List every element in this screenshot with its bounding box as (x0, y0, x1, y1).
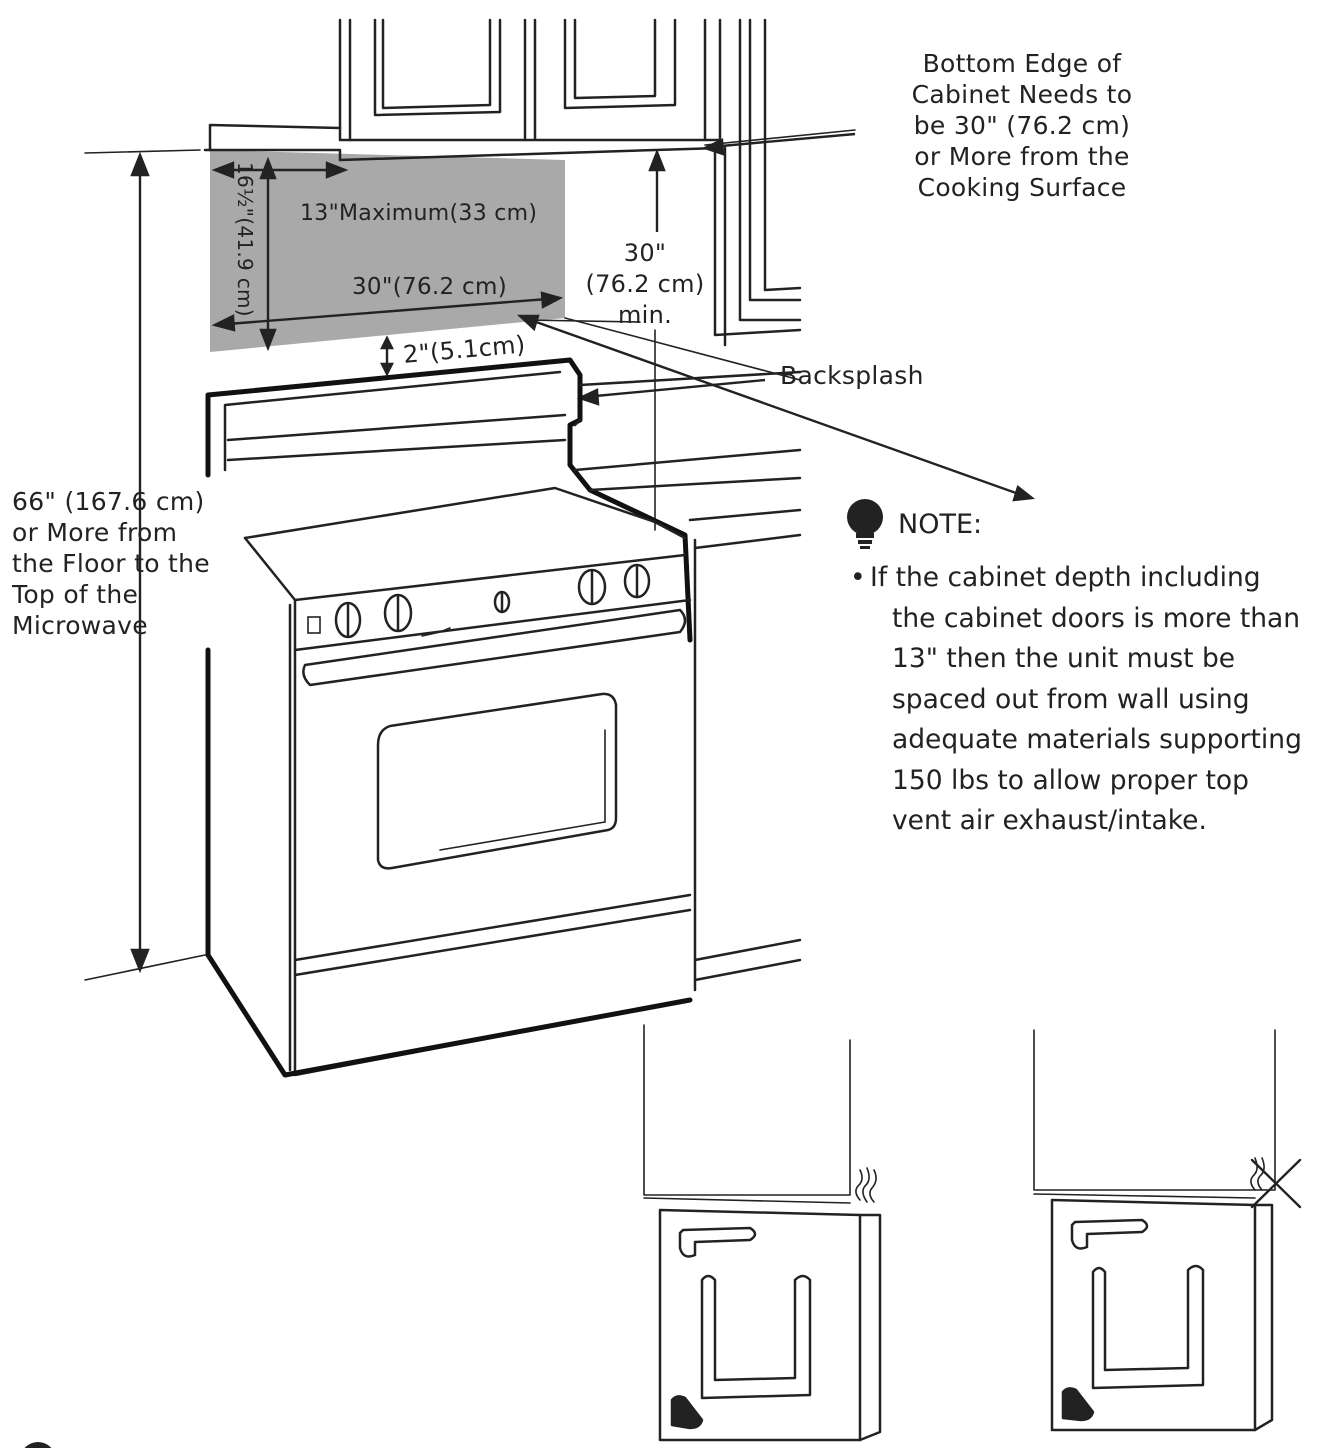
floor-height-line: the Floor to the (12, 549, 210, 578)
note-line: If the cabinet depth including (870, 562, 1261, 593)
width-label: 30"(76.2 cm) (352, 274, 507, 300)
backsplash-label: Backsplash (780, 361, 924, 390)
floor-height-label: 66" (167.6 cm) or More from the Floor to… (12, 486, 210, 641)
microwave-space-shaded (210, 150, 565, 352)
note-line: the cabinet doors is more than (892, 602, 1301, 634)
cabinet-clearance-line: Cabinet Needs to (911, 80, 1133, 109)
min-clearance-line: min. (617, 301, 673, 329)
note-title: NOTE: (898, 509, 983, 540)
width-arrow (211, 291, 564, 332)
cabinet-clearance-label: Bottom Edge of Cabinet Needs to be 30" (… (892, 48, 1152, 203)
backsplash-arrow (576, 378, 766, 406)
floor-height-arrow (130, 151, 150, 974)
cabinet-note-arrow (701, 132, 856, 156)
knob-icons (307, 563, 651, 639)
note-line: adequate materials supporting (892, 724, 1302, 755)
floor-height-line: Top of the (12, 580, 139, 609)
min-clearance-arrow (648, 148, 666, 232)
note-line: 150 lbs to allow proper top (892, 764, 1249, 796)
cabinet-clearance-line: be 30" (76.2 cm) (913, 111, 1131, 140)
min-clearance-label: 30" (76.2 cm) min. (575, 238, 715, 331)
spacing-diagram-incorrect (1033, 1029, 1302, 1432)
depth-diagonal-arrow (516, 314, 1036, 502)
min-clearance-line: 30" (623, 239, 667, 267)
lightbulb-icon (847, 499, 883, 549)
note-line: spaced out from wall using (892, 683, 1250, 715)
note-body: • If the cabinet depth including the cab… (850, 558, 1340, 842)
cabinet-clearance-line: Cooking Surface (917, 173, 1127, 202)
min-clearance-line: (76.2 cm) (585, 270, 705, 298)
note-line: 13" then the unit must be (892, 643, 1236, 674)
spacing-diagram-correct (643, 1024, 882, 1442)
upper-cabinets (203, 18, 802, 347)
cabinet-clearance-line: or More from the (914, 142, 1130, 171)
partial-bulb-icon (24, 1442, 52, 1448)
gap-arrow (380, 335, 394, 377)
floor-height-line: or More from (12, 518, 178, 547)
cross-mark-icon (1250, 1158, 1302, 1209)
depth-max-label: 13"Maximum(33 cm) (300, 201, 538, 226)
range-stove (205, 357, 802, 1078)
depth-arrow (211, 161, 349, 179)
floor-height-line: 66" (167.6 cm) (12, 487, 205, 516)
note-bullet: • (850, 562, 866, 593)
height-label: 16½"(41.9 cm) (233, 162, 257, 317)
cabinet-clearance-line: Bottom Edge of (922, 49, 1122, 78)
floor-height-line: Microwave (12, 611, 148, 640)
note-line: vent air exhaust/intake. (892, 805, 1207, 836)
height-arrow (259, 156, 277, 352)
guide-lines (84, 129, 856, 981)
